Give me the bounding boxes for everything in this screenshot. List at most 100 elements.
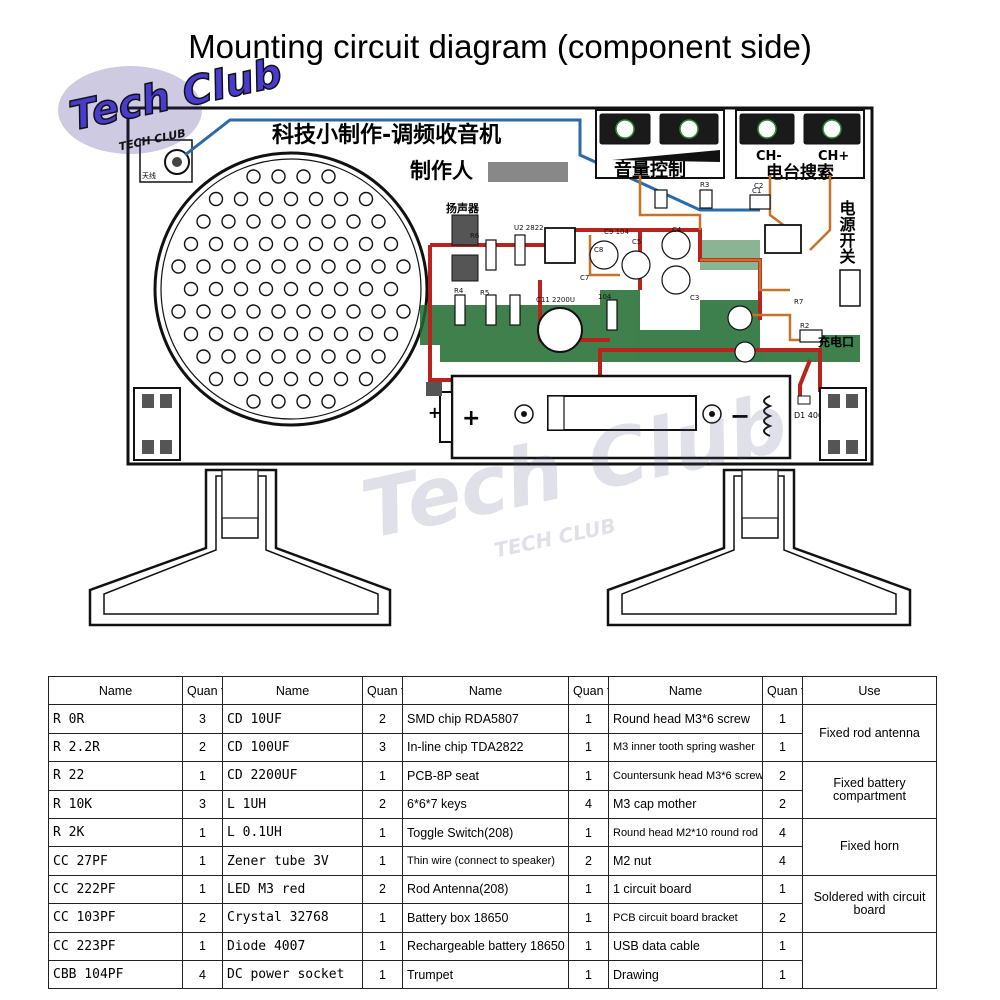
quantity-cell: 1 xyxy=(762,959,803,990)
ch-minus-label: CH- xyxy=(756,149,782,164)
grille-hole xyxy=(296,169,311,184)
grille-hole xyxy=(308,371,324,387)
speaker-label: 扬声器 xyxy=(446,201,480,215)
quantity-cell: 1 xyxy=(182,761,223,791)
part-name-cell: CBB 104PF xyxy=(48,959,183,990)
grille-hole xyxy=(358,236,374,252)
component-label: C4 xyxy=(672,226,682,234)
diode: D1 4007 xyxy=(794,395,828,420)
part-name-cell: CD 10UF xyxy=(222,704,363,734)
header-use: Use xyxy=(802,675,937,706)
quantity-cell: 4 xyxy=(762,817,803,848)
quantity-cell: 4 xyxy=(762,846,803,876)
grille-hole xyxy=(271,349,286,364)
component-label: R4 xyxy=(454,287,464,295)
grille-hole xyxy=(296,349,311,364)
quantity-cell: 1 xyxy=(568,959,609,990)
quantity-cell: 4 xyxy=(568,789,609,819)
grille-hole xyxy=(271,304,286,319)
part-name-cell: USB data cable xyxy=(608,931,763,961)
part-name-cell: Rechargeable battery 18650 xyxy=(402,931,569,961)
grille-hole xyxy=(233,326,249,342)
grille-hole xyxy=(258,236,274,252)
grille-hole xyxy=(296,394,311,409)
quantity-cell: 1 xyxy=(182,931,223,961)
part-name-cell: Zener tube 3V xyxy=(222,846,363,876)
part-name-cell: CC 27PF xyxy=(48,846,183,876)
component-label: C9 104 xyxy=(604,228,629,236)
part-name-cell: R 10K xyxy=(48,789,183,819)
grille-hole xyxy=(233,191,249,207)
part-name-cell: Round head M2*10 round rod xyxy=(608,817,763,848)
grille-hole xyxy=(321,259,336,274)
grille-hole xyxy=(308,191,324,207)
part-name-cell: Rod Antenna(208) xyxy=(402,874,569,905)
grille-hole xyxy=(196,349,211,364)
antenna-mount: 天线 xyxy=(139,139,193,183)
part-name-cell: PCB circuit board bracket xyxy=(608,903,763,933)
charge-port-label: 充电口 xyxy=(818,334,854,349)
quantity-cell: 1 xyxy=(568,732,609,763)
part-name-cell: DC power socket xyxy=(222,959,363,990)
grille-hole xyxy=(196,304,211,319)
component-label: C8 xyxy=(594,246,603,254)
quantity-cell: 2 xyxy=(568,846,609,876)
antenna-trace xyxy=(184,118,760,212)
grille-hole xyxy=(246,259,261,274)
grille-hole xyxy=(246,169,261,184)
quantity-cell: 1 xyxy=(362,959,403,990)
battery-box: + + − xyxy=(426,374,792,460)
table-header-row: Name Quan tity Name Quan tity Name Quan … xyxy=(48,675,937,706)
component-label: C3 xyxy=(690,294,699,302)
grille-hole xyxy=(346,259,361,274)
grille-hole xyxy=(396,259,411,274)
quantity-cell: 1 xyxy=(762,874,803,905)
part-name-cell: SMD chip RDA5807 xyxy=(402,704,569,734)
use-cell: Fixed horn xyxy=(802,817,937,876)
grille-hole xyxy=(258,191,274,207)
quantity-cell: 2 xyxy=(182,732,223,763)
grille-hole xyxy=(246,349,261,364)
grille-hole xyxy=(233,236,249,252)
grille-hole xyxy=(283,191,299,207)
header-qty-3: Quan tity xyxy=(568,675,609,706)
header-qty-2: Quan tity xyxy=(362,675,403,706)
power-switch xyxy=(839,269,861,307)
grille-hole xyxy=(296,304,311,319)
quantity-cell: 1 xyxy=(182,817,223,848)
grille-hole xyxy=(246,394,261,409)
grille-hole xyxy=(221,304,236,319)
volume-wedge xyxy=(612,150,720,162)
maker-label: 制作人 xyxy=(410,159,473,183)
battery-plus-inner: + xyxy=(462,406,480,431)
grille-hole xyxy=(233,371,249,387)
quantity-cell: 1 xyxy=(362,846,403,876)
part-name-cell: Diode 4007 xyxy=(222,931,363,961)
grille-hole xyxy=(271,259,286,274)
component-label: C7 xyxy=(580,274,589,282)
quantity-cell: 2 xyxy=(182,903,223,933)
quantity-cell: 1 xyxy=(568,903,609,933)
component-label: 104 xyxy=(598,293,612,301)
quantity-cell: 2 xyxy=(362,874,403,905)
quantity-cell: 3 xyxy=(182,704,223,734)
part-name-cell: CD 2200UF xyxy=(222,761,363,791)
grille-hole xyxy=(321,349,336,364)
part-name-cell: Battery box 18650 xyxy=(402,903,569,933)
grille-hole xyxy=(221,349,236,364)
quantity-cell: 1 xyxy=(182,846,223,876)
use-cell: Fixed battery compartment xyxy=(802,761,937,819)
battery-minus: − xyxy=(730,402,750,430)
grille-hole xyxy=(296,214,311,229)
power-switch-label: 电源开关 xyxy=(837,199,856,265)
grille-hole xyxy=(321,214,336,229)
grille-hole xyxy=(183,326,199,342)
part-name-cell: Toggle Switch(208) xyxy=(402,817,569,848)
part-name-cell: Drawing xyxy=(608,959,763,990)
